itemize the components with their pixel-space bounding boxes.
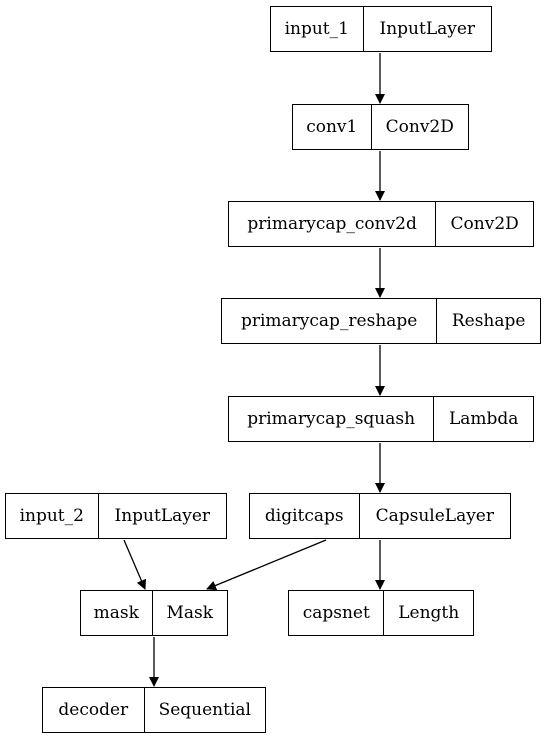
edge-digitcaps-mask <box>206 539 327 591</box>
node-type: InputLayer <box>114 506 211 526</box>
edge-input_2-mask <box>123 539 147 590</box>
node-name: primarycap_squash <box>229 397 435 441</box>
node-decoder: decoder Sequential <box>42 687 266 733</box>
node-capsnet: capsnet Length <box>288 590 474 636</box>
node-name: capsnet <box>289 591 385 635</box>
node-name: input_1 <box>271 7 364 51</box>
node-name: digitcaps <box>250 494 360 538</box>
node-type: Length <box>398 603 460 623</box>
node-mask: mask Mask <box>80 590 228 636</box>
node-type: Lambda <box>448 409 519 429</box>
node-type: Conv2D <box>450 214 519 234</box>
node-name: decoder <box>43 688 145 732</box>
node-conv1: conv1 Conv2D <box>292 104 469 150</box>
node-input_2: input_2 InputLayer <box>5 493 227 539</box>
node-primarycap_reshape: primarycap_reshape Reshape <box>221 298 541 344</box>
node-type: Reshape <box>451 311 526 331</box>
node-digitcaps: digitcaps CapsuleLayer <box>249 493 511 539</box>
node-name: primarycap_conv2d <box>229 202 437 246</box>
node-type: InputLayer <box>379 19 476 39</box>
node-name: input_2 <box>6 494 99 538</box>
node-type: Conv2D <box>385 117 454 137</box>
node-name: conv1 <box>293 105 372 149</box>
node-type: Sequential <box>158 700 251 720</box>
node-primarycap_squash: primarycap_squash Lambda <box>228 396 534 442</box>
node-type: Mask <box>166 603 214 623</box>
node-input_1: input_1 InputLayer <box>270 6 492 52</box>
node-primarycap_conv2d: primarycap_conv2d Conv2D <box>228 201 534 247</box>
node-name: mask <box>81 591 153 635</box>
node-type: CapsuleLayer <box>375 506 494 526</box>
node-name: primarycap_reshape <box>222 299 438 343</box>
